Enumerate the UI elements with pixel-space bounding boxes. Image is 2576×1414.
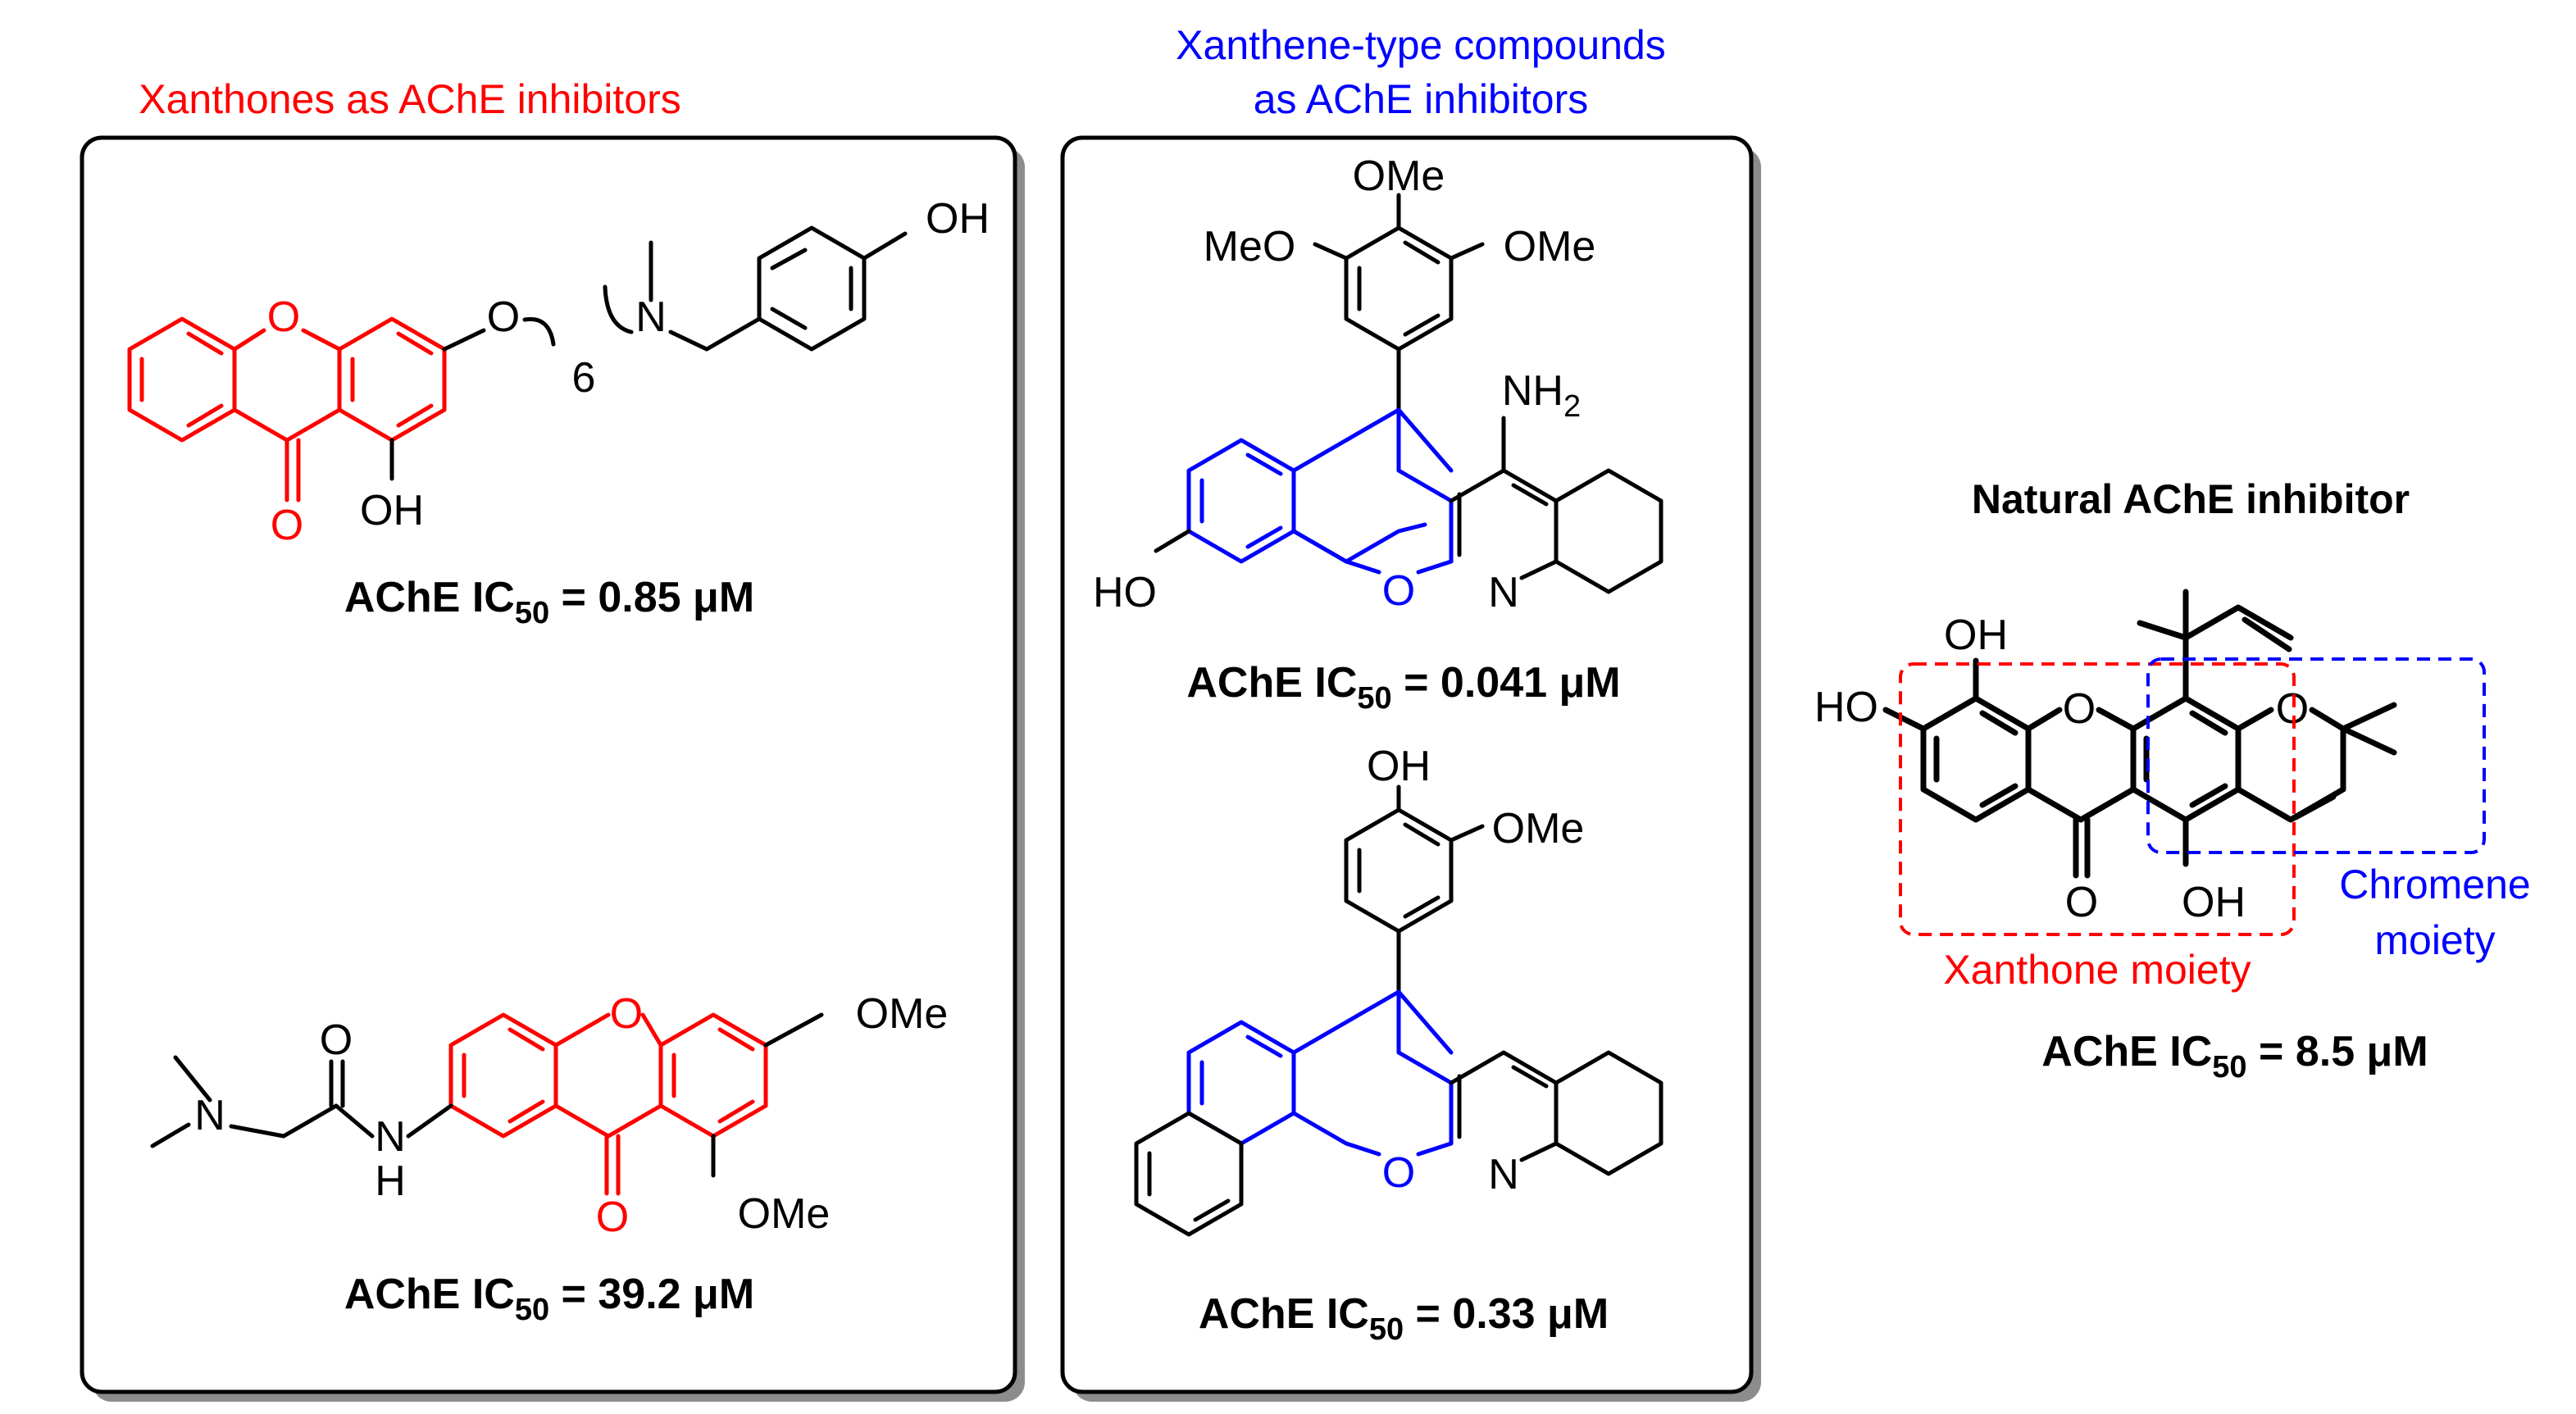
ether-oxygen: O	[487, 293, 520, 341]
compound-2-structure: O O OMe OMe N H O N	[150, 990, 949, 1241]
compound-4-ic50: AChE IC50 = 0.33 μM	[1199, 1290, 1609, 1347]
compound-4-structure: OH OMe O N	[1134, 743, 1663, 1237]
heading-xanthene-line2: as AChE inhibitors	[1254, 76, 1589, 122]
chromene-moiety-label: Chromene	[2339, 862, 2530, 907]
ic50-label: AChE IC	[1186, 659, 1357, 707]
methoxy-left: MeO	[1204, 223, 1296, 271]
compound-5-structure: OH HO O O OH O Xanthone moiety Chromene …	[1814, 589, 2531, 993]
amino-group: NH2	[1502, 367, 1581, 424]
methoxy-top: OMe	[1353, 152, 1445, 200]
svg-text:AChE IC50 = 0.041 μM: AChE IC50 = 0.041 μM	[1186, 659, 1620, 716]
methoxy-right: OMe	[1504, 223, 1596, 271]
ic50-subscript: 50	[1357, 681, 1391, 716]
ic50-label: AChE IC	[344, 574, 515, 621]
compound-5-ic50: AChE IC50 = 8.5 μM	[2041, 1028, 2428, 1084]
methoxy-group: OMe	[738, 1190, 831, 1238]
xanthone-moiety-label: Xanthone moiety	[1943, 947, 2251, 993]
heading-xanthones: Xanthones as AChE inhibitors	[139, 76, 681, 122]
amine-subscript: 2	[1563, 389, 1581, 424]
amide-oxygen: O	[320, 1016, 353, 1064]
hydroxy-top: OH	[1944, 612, 2008, 659]
xanthone-core-1	[127, 316, 447, 502]
ic50-value: = 0.041 μM	[1392, 659, 1621, 707]
ic50-label: AChE IC	[344, 1271, 515, 1318]
panel-xanthones	[80, 135, 1025, 1402]
ic50-value: = 0.33 μM	[1404, 1290, 1609, 1338]
chromene-moiety-box	[2146, 657, 2486, 854]
heading-natural: Natural AChE inhibitor	[1972, 476, 2410, 522]
ic50-value: = 0.85 μM	[549, 574, 754, 621]
panel-xanthenes	[1060, 135, 1761, 1402]
svg-text:AChE IC50 = 0.33 μM: AChE IC50 = 0.33 μM	[1199, 1290, 1609, 1347]
ic50-subscript: 50	[515, 596, 549, 630]
ring-oxygen: O	[267, 293, 300, 341]
ic50-subscript: 50	[2212, 1050, 2246, 1084]
carbonyl-oxygen: O	[2065, 879, 2098, 926]
ic50-value: = 8.5 μM	[2247, 1028, 2428, 1075]
hydroxy-left: HO	[1814, 684, 1878, 731]
ic50-subscript: 50	[515, 1293, 549, 1327]
ic50-label: AChE IC	[1199, 1290, 1369, 1338]
amine-label: NH	[1502, 367, 1563, 415]
carbonyl-oxygen: O	[596, 1193, 629, 1241]
methoxy-group: OMe	[1492, 805, 1585, 852]
compound-2-ic50: AChE IC50 = 39.2 μM	[344, 1271, 754, 1327]
chromene-moiety-label: moiety	[2374, 917, 2495, 963]
hydroxy-bottom: OH	[2182, 879, 2246, 926]
ring-oxygen: O	[2063, 685, 2096, 733]
phenol-hydroxy: OH	[926, 195, 990, 243]
compound-3-structure: OMe MeO OMe O N NH2 HO	[1093, 152, 1663, 616]
ring-nitrogen: N	[1488, 1151, 1519, 1198]
compound-3-ic50: AChE IC50 = 0.041 μM	[1186, 659, 1620, 716]
amide-hydrogen: H	[375, 1157, 406, 1205]
xanthone-core-2	[448, 1012, 768, 1196]
ring-oxygen: O	[610, 990, 643, 1038]
heading-xanthene-line1: Xanthene-type compounds	[1176, 22, 1666, 68]
svg-text:AChE IC50 = 8.5 μM: AChE IC50 = 8.5 μM	[2041, 1028, 2428, 1084]
ring-oxygen: O	[1382, 567, 1415, 615]
ic50-value: = 39.2 μM	[549, 1271, 754, 1318]
ic50-subscript: 50	[1369, 1312, 1404, 1347]
amide-nitrogen: N	[375, 1113, 406, 1161]
svg-text:AChE IC50 = 39.2 μM: AChE IC50 = 39.2 μM	[344, 1271, 754, 1327]
svg-text:AChE IC50 = 0.85 μM: AChE IC50 = 0.85 μM	[344, 574, 754, 630]
compound-1-ic50: AChE IC50 = 0.85 μM	[344, 574, 754, 630]
ic50-label: AChE IC	[2041, 1028, 2212, 1075]
hydroxy-group: OH	[360, 487, 424, 534]
methoxy-group: OMe	[856, 990, 949, 1038]
hydroxy-group: OH	[1367, 743, 1431, 790]
carbonyl-oxygen: O	[271, 502, 303, 549]
xanthone-moiety-box	[1899, 662, 2296, 936]
compound-1-structure: O O OH O 6 N OH	[127, 195, 990, 549]
ring-nitrogen: N	[1488, 569, 1519, 616]
chain-repeat-count: 6	[572, 354, 596, 402]
ring-oxygen: O	[1382, 1149, 1415, 1197]
hydroxy-group: HO	[1093, 569, 1157, 616]
